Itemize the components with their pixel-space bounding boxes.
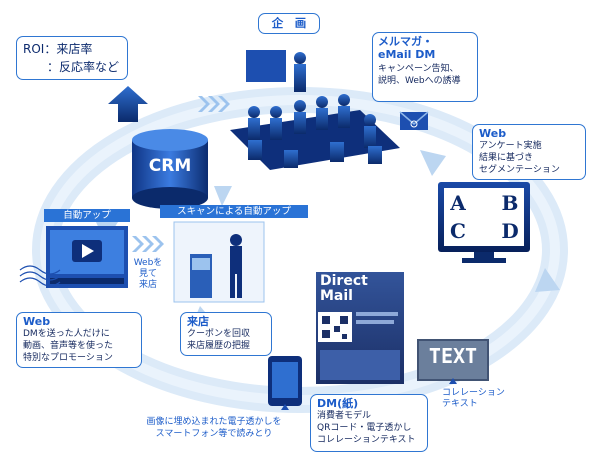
dm-paper-line-1: 消費者モデル (317, 411, 372, 421)
text-card (417, 339, 489, 381)
web-visit-note: Webを 見て 来店 (132, 258, 164, 291)
abcd-cell-d-divider (472, 218, 496, 244)
web-segment-line-3: セグメンテーション (479, 165, 560, 175)
scan-up-tag: スキャンによる自動アップ (160, 205, 308, 218)
dm-paper-title: DM(紙) (317, 397, 359, 410)
video-player-icon (46, 226, 128, 288)
roi-box: ROI：来店率 ：反応率など (16, 36, 128, 80)
correlation-line-2: テキスト (442, 399, 478, 409)
dm-paper-box: DM(紙) 消費者モデル QRコード・電子透かし コレレーションテキスト (310, 394, 428, 452)
dm-paper-line-2: QRコード・電子透かし (317, 423, 412, 433)
abcd-cell-a: A (450, 191, 466, 215)
web-segment-line-2: 結果に基づき (479, 153, 534, 163)
web-visit-line-3: 来店 (138, 280, 157, 290)
mailmag-title-2: eMail DM (378, 48, 436, 61)
web-segment-box: Web アンケート実施 結果に基づき セグメンテーション (472, 124, 586, 180)
abcd-grid: A B C D (446, 190, 522, 244)
tv-monitor-icon (438, 182, 530, 263)
watermark-line-2: スマートフォン等で読みとり (155, 429, 273, 439)
mailmag-desc-1: キャンペーン告知、 (378, 64, 459, 74)
web-promo-title: Web (23, 315, 51, 328)
roi-line-2: ：反応率など (47, 60, 120, 74)
direct-mail-title: Direct Mail (320, 274, 400, 304)
mailmag-box: メルマガ・ eMail DM キャンペーン告知、 説明、Webへの誘導 (372, 32, 478, 102)
plan-label: 企 画 (271, 16, 307, 30)
roi-line-1: ROI：来店率 (23, 42, 93, 56)
kiosk-illustration (173, 221, 265, 303)
text-card-label: TEXT (428, 344, 478, 368)
meeting-illustration (230, 50, 400, 170)
crm-label: CRM (148, 156, 192, 176)
auto-up-tag: 自動アップ (44, 209, 130, 222)
watermark-note: 画像に埋め込まれた電子透かしを スマートフォン等で読みとり (124, 416, 304, 440)
direct-mail-leaflet (316, 272, 404, 384)
web-segment-title: Web (479, 127, 507, 140)
roi-arrow (108, 86, 148, 122)
abcd-cell-d: D (501, 219, 519, 243)
web-segment-line-1: アンケート実施 (479, 141, 542, 151)
visit-box: 来店 クーポンを回収 来店履歴の把握 (180, 312, 272, 356)
mailmag-title-1: メルマガ・ (378, 35, 433, 48)
dm-paper-line-3: コレレーションテキスト (317, 435, 416, 445)
watermark-line-1: 画像に埋め込まれた電子透かしを (146, 417, 282, 427)
web-promo-box: Web DMを送った人だけに 動画、音声等を使った 特別なプロモーション (16, 312, 142, 368)
abcd-cell-c: C (450, 219, 466, 243)
envelope-icon (399, 111, 429, 130)
direct-mail-line-1: Direct (320, 273, 368, 289)
web-promo-line-1: DMを送った人だけに (23, 329, 110, 339)
web-visit-line-2: 見て (138, 269, 157, 279)
web-visit-line-1: Webを (133, 258, 163, 268)
mailmag-desc-2: 説明、Webへの誘導 (378, 76, 461, 86)
pointer-up-icon (449, 378, 457, 384)
audio-waves-icon (19, 265, 61, 287)
abcd-cell-b-divider (472, 190, 496, 216)
plan-label-box: 企 画 (258, 13, 320, 34)
correlation-note: コレレーション テキスト (442, 388, 522, 410)
correlation-line-1: コレレーション (442, 388, 505, 398)
visit-line-1: クーポンを回収 (187, 329, 251, 339)
abcd-cell-b: B (501, 191, 519, 215)
visit-line-2: 来店履歴の把握 (187, 341, 251, 351)
web-promo-line-2: 動画、音声等を使った (23, 341, 114, 351)
web-promo-line-3: 特別なプロモーション (23, 353, 113, 363)
visit-title: 来店 (187, 315, 209, 328)
chevron-arrows-top (198, 96, 230, 112)
smartphone-icon (268, 356, 302, 406)
phone-pointer-icon (281, 404, 289, 410)
crm-database-icon (132, 129, 208, 209)
chevron-arrows-mid (132, 236, 164, 252)
direct-mail-line-2: Mail (320, 288, 353, 304)
